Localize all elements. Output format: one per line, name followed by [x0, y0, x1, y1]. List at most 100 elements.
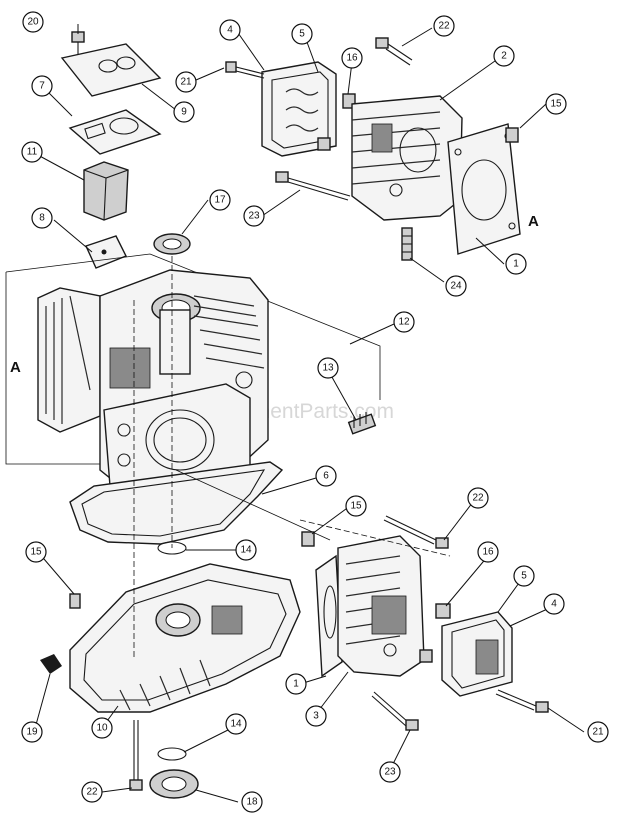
- callout: 10: [91, 717, 113, 739]
- svg-text:15: 15: [30, 547, 42, 558]
- svg-text:20: 20: [27, 17, 39, 28]
- svg-text:16: 16: [346, 53, 358, 64]
- svg-text:22: 22: [86, 787, 98, 798]
- cylinder-head-lower: [337, 535, 425, 677]
- crankcase: [37, 269, 269, 487]
- drain-plug: [40, 654, 62, 674]
- callout: 9: [173, 101, 195, 123]
- head-gasket-upper: [447, 123, 521, 255]
- svg-text:5: 5: [521, 571, 527, 582]
- svg-text:4: 4: [551, 599, 557, 610]
- bolt-lower-right: [495, 689, 549, 713]
- svg-text:1: 1: [513, 259, 519, 270]
- callout: 17: [209, 189, 231, 211]
- callout: 16: [477, 541, 499, 563]
- sump-gasket: [69, 461, 284, 545]
- svg-text:24: 24: [450, 281, 462, 292]
- callout: 11: [21, 141, 43, 163]
- callout: 15: [25, 541, 47, 563]
- dowel-pin-lower: [301, 531, 315, 547]
- breather-gasket: [68, 109, 162, 155]
- oil-pan-bolt: [129, 720, 143, 791]
- head-gasket-lower: [315, 554, 343, 678]
- rocker-cover-upper: [261, 61, 337, 157]
- callout: 21: [175, 71, 197, 93]
- bolt-upper-left: [225, 61, 265, 79]
- callout: 23: [243, 205, 265, 227]
- callout: 18: [241, 791, 263, 813]
- callout: 1: [285, 673, 307, 695]
- callout: 22: [433, 15, 455, 37]
- breather-filter: [83, 161, 129, 221]
- svg-text:12: 12: [398, 317, 410, 328]
- callout: 5: [513, 565, 535, 587]
- svg-text:23: 23: [384, 767, 396, 778]
- svg-text:15: 15: [350, 501, 362, 512]
- callout: 5: [291, 23, 313, 45]
- rocker-cover-lower: [441, 611, 513, 697]
- callout: 20: [22, 11, 44, 33]
- svg-text:21: 21: [180, 77, 192, 88]
- oil-pan: [69, 563, 301, 713]
- oil-seal-lower: [149, 769, 199, 799]
- callout: 3: [305, 705, 327, 727]
- head-bolt-upper: [375, 37, 413, 66]
- svg-text:14: 14: [230, 719, 242, 730]
- callout: 22: [81, 781, 103, 803]
- leader-lines: [33, 24, 585, 803]
- svg-text:8: 8: [39, 213, 45, 224]
- breather-cover: [60, 43, 162, 97]
- fitting-lower: [419, 603, 451, 663]
- svg-text:2: 2: [501, 51, 507, 62]
- section-letter-a-right: A: [528, 213, 539, 230]
- svg-text:23: 23: [248, 211, 260, 222]
- callout: 2: [493, 45, 515, 67]
- svg-text:14: 14: [240, 545, 252, 556]
- callout: 1: [505, 253, 527, 275]
- callout: 6: [315, 465, 337, 487]
- svg-text:13: 13: [322, 363, 334, 374]
- svg-text:9: 9: [181, 107, 187, 118]
- callout: 12: [393, 311, 415, 333]
- dowel-pin-left: [69, 593, 81, 609]
- nut-upper: [317, 137, 331, 151]
- callout: 21: [587, 721, 609, 743]
- oring-lower: [157, 747, 187, 761]
- svg-text:22: 22: [438, 21, 450, 32]
- callout: 24: [445, 275, 467, 297]
- svg-text:15: 15: [550, 99, 562, 110]
- svg-text:11: 11: [27, 147, 38, 158]
- head-bolt-lower: [383, 515, 449, 549]
- svg-text:19: 19: [26, 727, 38, 738]
- callout: 14: [235, 539, 257, 561]
- stud-upper: [401, 227, 413, 261]
- callout: 13: [317, 357, 339, 379]
- callout: 14: [225, 713, 247, 735]
- callout: 4: [219, 19, 241, 41]
- frame-left: [5, 272, 100, 465]
- callout: 19: [21, 721, 43, 743]
- svg-text:21: 21: [592, 727, 604, 738]
- svg-text:16: 16: [482, 547, 494, 558]
- long-bolt-lower: [371, 691, 419, 731]
- svg-text:6: 6: [323, 471, 329, 482]
- oring-upper: [157, 541, 187, 555]
- callout: 15: [545, 93, 567, 115]
- callout: 7: [31, 75, 53, 97]
- svg-text:3: 3: [313, 711, 319, 722]
- svg-text:4: 4: [227, 25, 233, 36]
- svg-text:10: 10: [96, 723, 108, 734]
- cylinder-head-upper: [351, 95, 463, 221]
- callout: 22: [467, 487, 489, 509]
- reed-valve: [85, 235, 127, 269]
- svg-text:1: 1: [293, 679, 299, 690]
- callout: 16: [341, 47, 363, 69]
- dowel-pin-upper: [505, 127, 519, 143]
- callout: 4: [543, 593, 565, 615]
- section-letter-a-left: A: [10, 359, 21, 376]
- svg-text:7: 7: [39, 81, 45, 92]
- svg-text:17: 17: [214, 195, 226, 206]
- svg-text:5: 5: [299, 29, 305, 40]
- callout: 23: [379, 761, 401, 783]
